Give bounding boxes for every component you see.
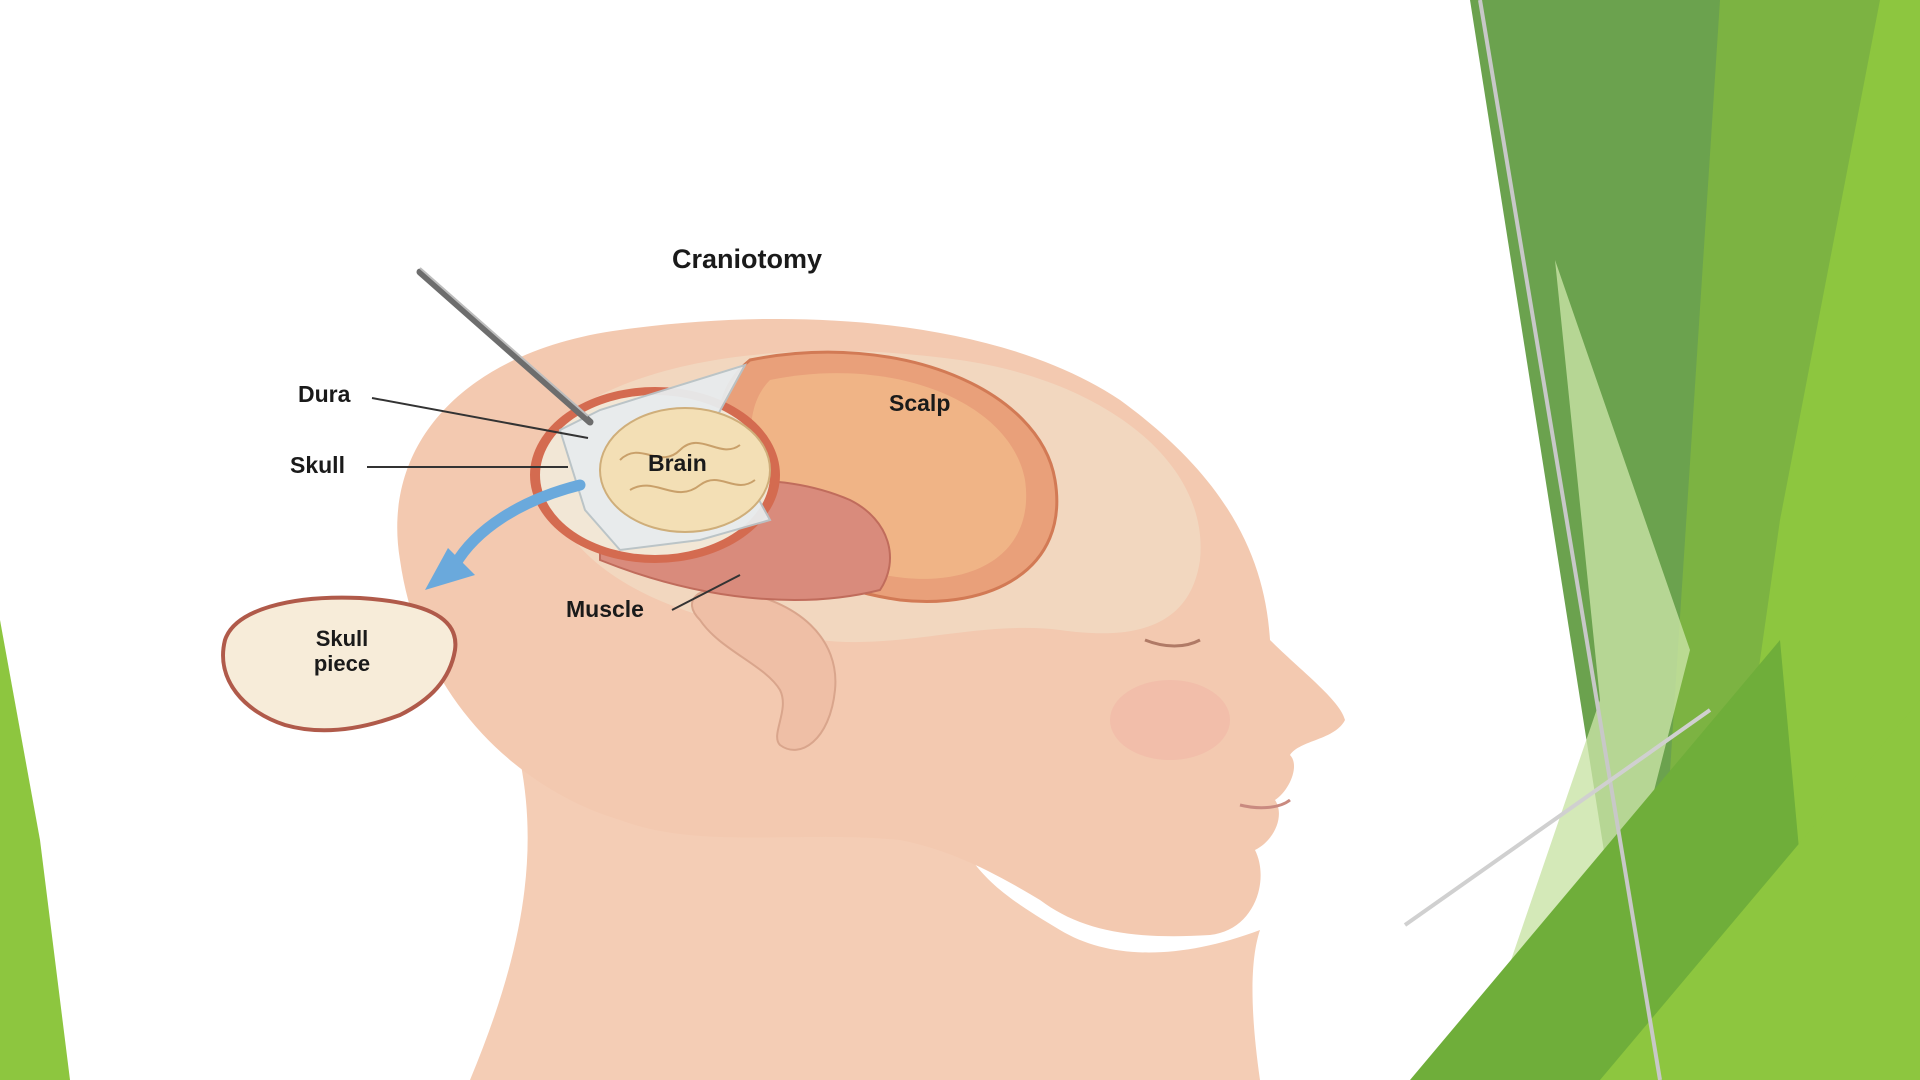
label-skull-piece-line2: piece — [300, 651, 384, 676]
diagram-title: Craniotomy — [672, 244, 822, 275]
label-skull-piece-line1: Skull — [300, 626, 384, 651]
label-scalp: Scalp — [889, 390, 950, 417]
label-skull-piece: Skull piece — [300, 626, 384, 676]
label-muscle: Muscle — [566, 596, 644, 623]
label-brain: Brain — [648, 450, 707, 477]
label-dura: Dura — [298, 381, 350, 408]
cheek-blush — [1110, 680, 1230, 760]
label-skull: Skull — [290, 452, 345, 479]
